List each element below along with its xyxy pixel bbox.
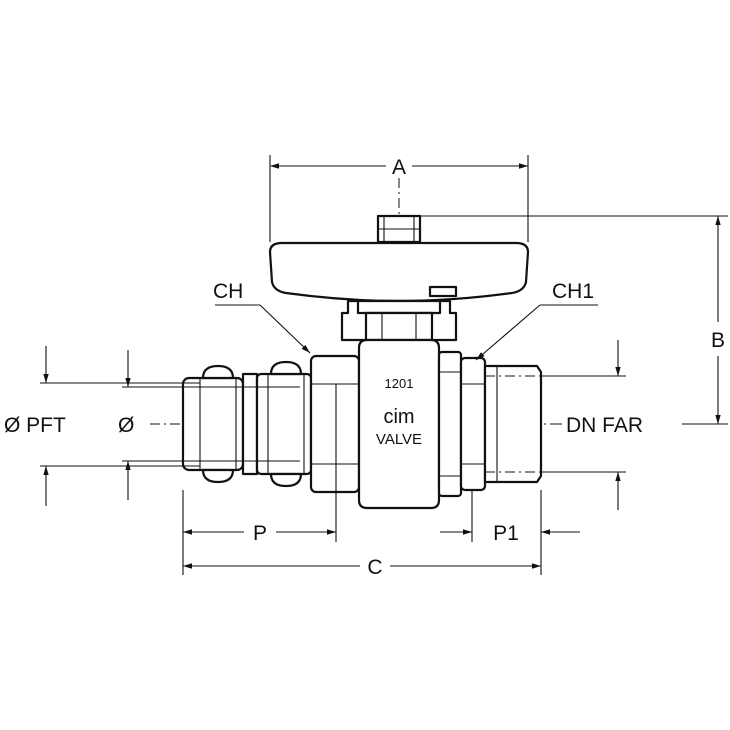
label-dn-far: DN FAR	[566, 414, 643, 437]
label-p: P	[253, 522, 267, 545]
dimension-p1	[440, 490, 580, 575]
leader-ch1	[475, 304, 598, 361]
label-phi-pft: Ø PFT	[4, 414, 66, 437]
label-phi: Ø	[118, 414, 134, 437]
leader-ch	[215, 304, 311, 354]
label-ch1: CH1	[552, 280, 594, 303]
body-valve-text: VALVE	[376, 431, 422, 448]
dimension-phi	[122, 350, 300, 500]
label-a: A	[392, 156, 406, 179]
right-hex-ch1	[459, 356, 487, 492]
dimension-dn-far	[541, 340, 626, 510]
label-c: C	[367, 556, 382, 579]
body-brand-logo: cim	[383, 406, 414, 428]
male-thread-end	[483, 364, 543, 484]
label-b: B	[711, 329, 725, 352]
dimension-a	[269, 155, 529, 242]
press-fitting	[181, 360, 313, 488]
dimension-phi-pft	[40, 346, 200, 506]
left-hex-ch	[309, 354, 361, 494]
body-model-number: 1201	[385, 376, 414, 391]
label-ch: CH	[213, 280, 243, 303]
dimension-p	[182, 464, 337, 575]
label-p1: P1	[493, 522, 519, 545]
butterfly-handle	[268, 214, 530, 342]
